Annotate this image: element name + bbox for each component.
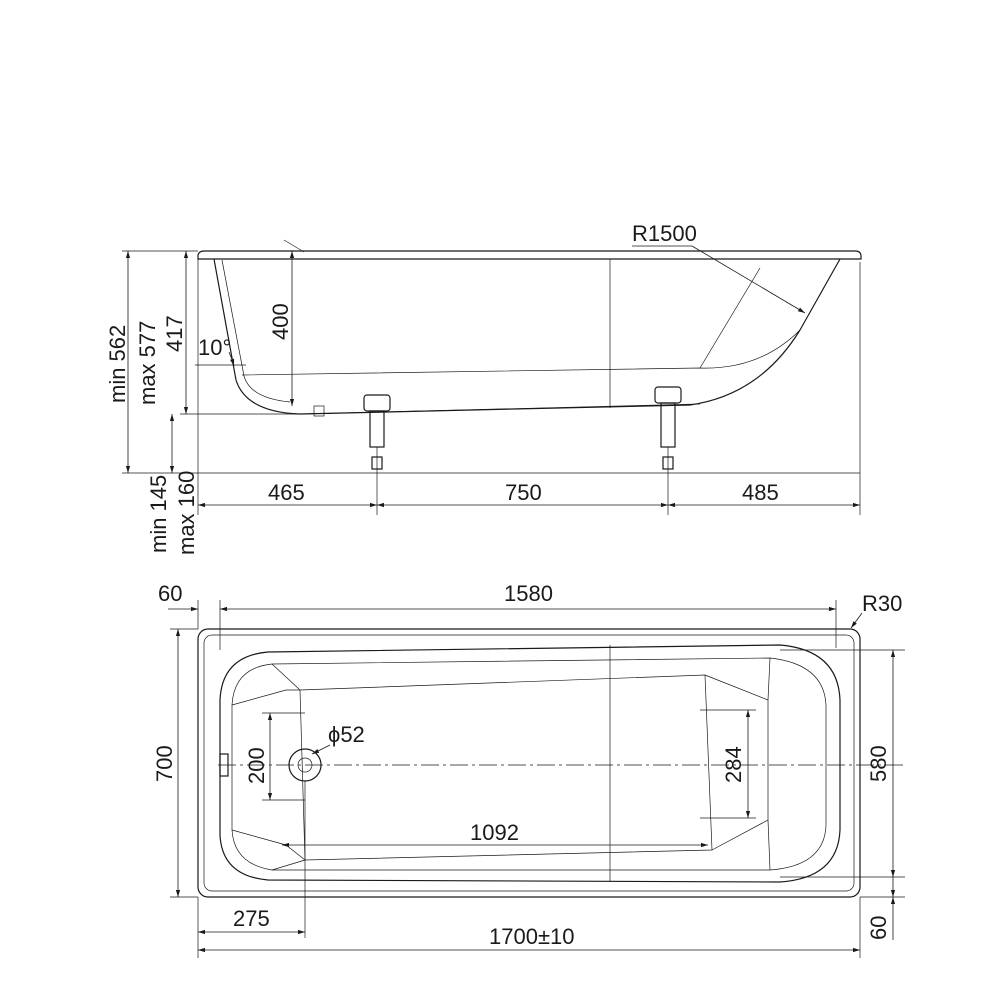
side-back-curve bbox=[699, 267, 761, 369]
overflow-fitting bbox=[219, 753, 229, 777]
drain-fitting bbox=[313, 405, 325, 417]
label-len-750: 750 bbox=[505, 480, 542, 505]
side-rim bbox=[197, 250, 862, 260]
top-view: 60 1580 R30 700 580 200 ϕ52 284 1092 275… bbox=[152, 581, 905, 958]
label-depth-400: 400 bbox=[268, 303, 293, 340]
leg-right bbox=[654, 386, 682, 470]
label-height-max: max 577 bbox=[135, 321, 160, 405]
label-rim-60-left: 60 bbox=[158, 581, 182, 606]
leg-left bbox=[363, 394, 391, 470]
side-floor-line bbox=[299, 403, 701, 415]
label-drain-dia: ϕ52 bbox=[328, 722, 365, 747]
label-dim-60-right: 60 bbox=[866, 916, 891, 940]
top-rim-inner bbox=[203, 634, 855, 892]
top-basin-outline bbox=[219, 644, 841, 883]
label-dim-200: 200 bbox=[244, 747, 269, 784]
drain-circle-inner bbox=[297, 757, 313, 773]
side-view: R1500 10° 400 min 562 max 577 417 min 14… bbox=[105, 221, 862, 555]
label-width-580: 580 bbox=[866, 745, 891, 782]
label-r1500: R1500 bbox=[632, 221, 697, 246]
label-len-485: 485 bbox=[742, 480, 779, 505]
label-dim-1092: 1092 bbox=[470, 820, 519, 845]
label-height-417: 417 bbox=[162, 315, 187, 352]
side-inner-line bbox=[221, 259, 291, 403]
label-overall-length: 1700±10 bbox=[489, 924, 575, 949]
label-len-465: 465 bbox=[268, 480, 305, 505]
label-width-700: 700 bbox=[152, 745, 177, 782]
label-r30: R30 bbox=[862, 591, 902, 616]
label-leg-min: min 145 bbox=[146, 475, 171, 553]
side-bottom-inner bbox=[241, 329, 801, 376]
label-angle-10: 10° bbox=[198, 335, 231, 360]
label-inner-1580: 1580 bbox=[504, 581, 553, 606]
label-dim-275: 275 bbox=[233, 906, 270, 931]
label-dim-284: 284 bbox=[721, 746, 746, 783]
label-leg-max: max 160 bbox=[174, 471, 199, 555]
top-rim-outer bbox=[197, 628, 861, 898]
label-height-min: min 562 bbox=[105, 325, 130, 403]
side-tub-body bbox=[213, 258, 841, 415]
